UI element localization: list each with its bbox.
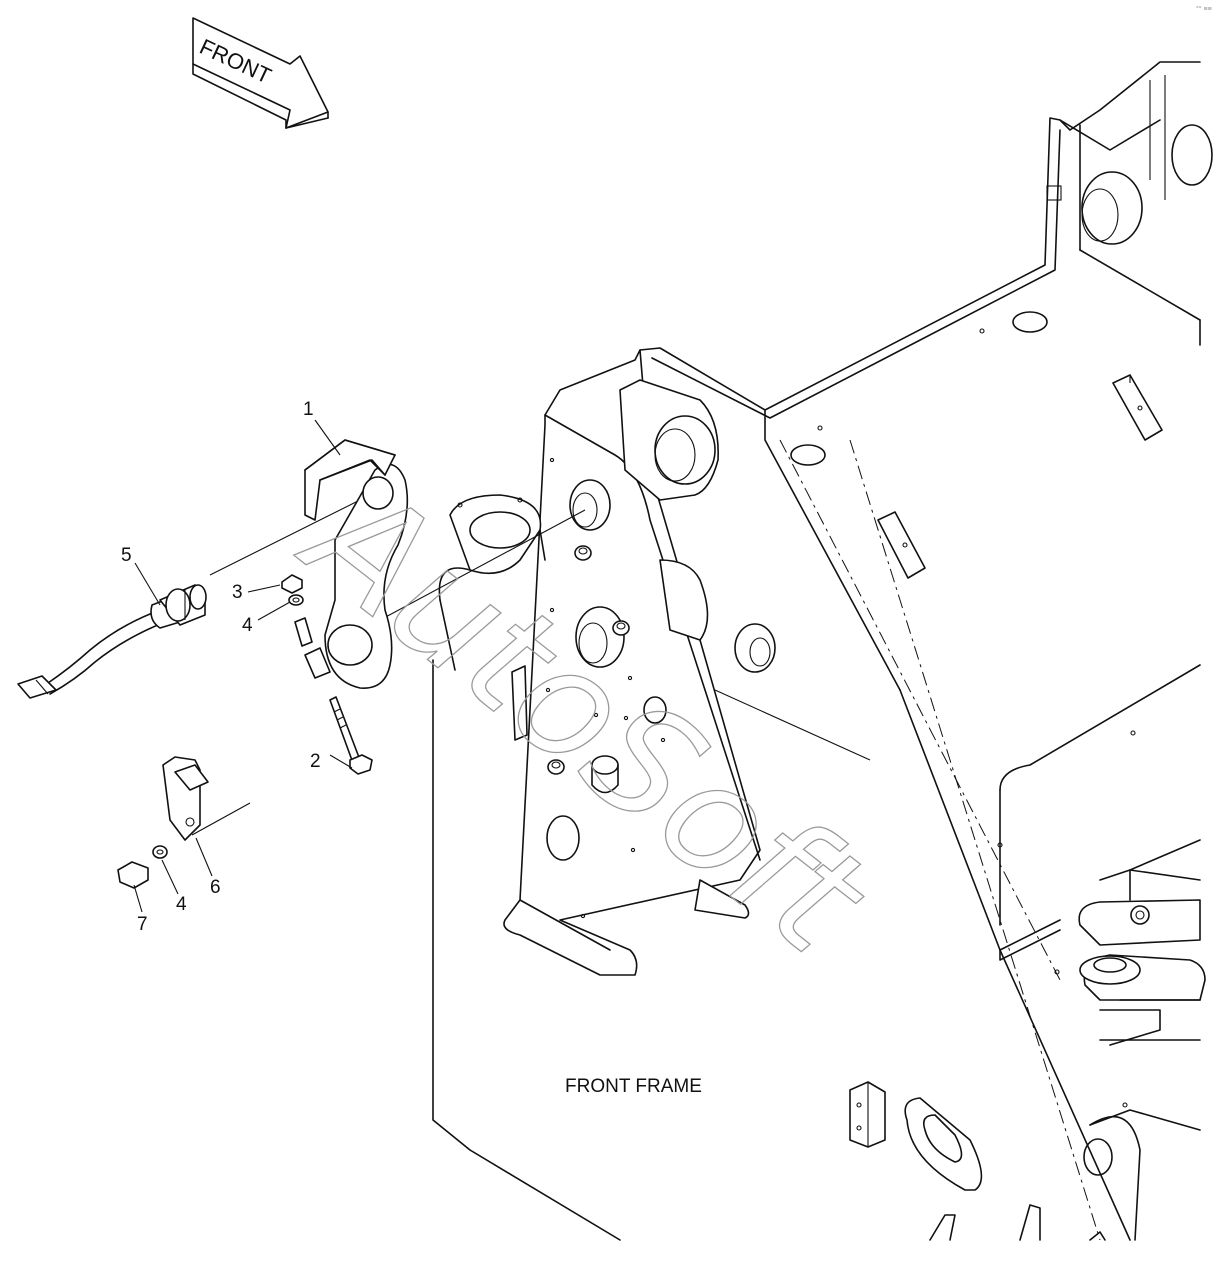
sensor-bracket-part-1 [304,439,409,689]
nut-part-3 [281,574,303,594]
bolt-part-7 [117,861,149,889]
callout-6: 6 [210,877,221,898]
callout-2: 2 [310,751,321,772]
clamp-assembly [117,756,209,889]
callout-4b: 4 [176,894,187,915]
callout-5: 5 [121,545,132,566]
corner-mark: °° ≡≡ [1196,5,1212,13]
callout-labels: 1 2 3 4 4 5 6 7 [121,399,321,935]
mounting-plate [438,349,776,976]
clip-lower [304,647,331,679]
front-frame-label: FRONT FRAME [565,1076,702,1097]
callout-leaders [133,419,353,913]
front-frame [432,61,1213,1241]
front-direction-arrow: FRONT [192,17,329,129]
sensor-part-5 [17,584,207,699]
callout-3: 3 [232,582,243,603]
washer-part-4b [152,845,168,859]
fasteners [281,574,373,775]
bolt-part-2 [329,696,361,764]
assembly-lines [191,489,871,836]
clip-upper [294,617,313,647]
washer-part-4a [288,594,304,606]
callout-1: 1 [303,399,314,420]
callout-7: 7 [137,914,148,935]
callout-4a: 4 [242,615,253,636]
